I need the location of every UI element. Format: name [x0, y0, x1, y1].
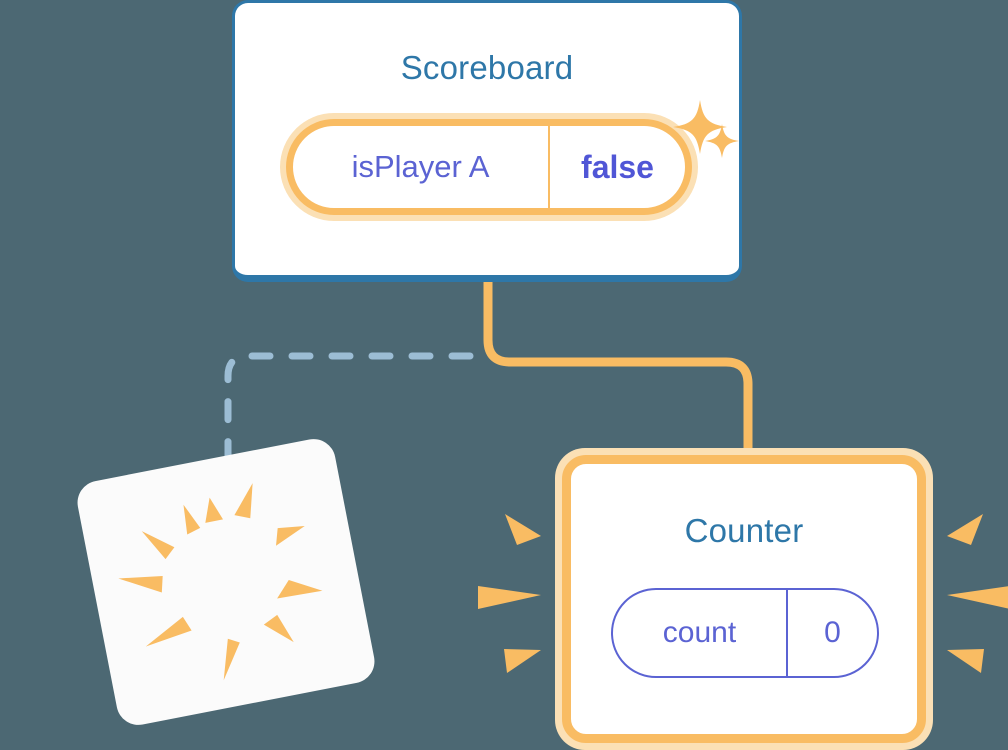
- burst-ray: [277, 579, 323, 599]
- burst-ray: [505, 514, 541, 545]
- burst-ray: [276, 525, 305, 546]
- scoreboard-state-pill[interactable]: isPlayer A false: [286, 119, 692, 215]
- burst-rays-flashcard: [118, 483, 323, 681]
- counter-card[interactable]: Counter count 0: [555, 448, 933, 750]
- burst-ray: [947, 586, 1008, 609]
- burst-ray: [947, 514, 983, 545]
- counter-card-body: Counter count 0: [562, 455, 926, 743]
- dashed-connector: [224, 352, 474, 474]
- counter-title: Counter: [684, 512, 804, 549]
- burst-ray: [478, 586, 541, 609]
- scoreboard-card[interactable]: Scoreboard isPlayer A false: [232, 0, 742, 282]
- burst-ray: [183, 504, 201, 535]
- burst-ray: [263, 614, 294, 643]
- burst-ray: [118, 575, 163, 593]
- orange-connector: [483, 280, 753, 470]
- burst-ray: [141, 531, 175, 560]
- scoreboard-state-key: isPlayer A: [293, 126, 550, 208]
- burst-ray: [145, 616, 192, 647]
- sparkle-large-icon: [673, 100, 727, 154]
- counter-state-value: 0: [824, 616, 841, 649]
- burst-ray: [234, 483, 253, 519]
- sparkle-small-icon: [705, 124, 739, 158]
- counter-state-pill[interactable]: count 0: [611, 588, 879, 678]
- scoreboard-title: Scoreboard: [400, 49, 574, 86]
- tilted-flash-card[interactable]: [73, 435, 379, 729]
- scoreboard-state-value: false: [581, 148, 654, 185]
- burst-ray: [205, 497, 224, 523]
- burst-ray: [504, 649, 541, 673]
- burst-ray: [947, 649, 984, 673]
- counter-state-key: count: [613, 590, 788, 676]
- scoreboard-state-pill-highlight: isPlayer A false: [280, 113, 698, 221]
- burst-ray: [223, 638, 240, 681]
